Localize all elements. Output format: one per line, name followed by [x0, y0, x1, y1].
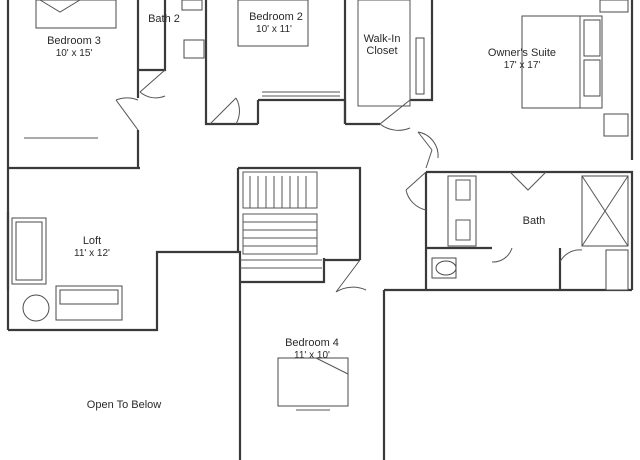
sink-icon [183, 39, 205, 59]
toilet-icon [181, 0, 203, 11]
owners-bath [405, 171, 629, 291]
loft [6, 212, 123, 322]
staircase [240, 171, 322, 269]
bath-2 [139, 0, 205, 99]
vanity-icon [447, 175, 477, 247]
table-icon [22, 294, 50, 322]
nightstand-icon [599, 0, 629, 13]
bed-icon [277, 357, 349, 407]
door-icon [405, 171, 427, 211]
door-icon [417, 131, 439, 159]
shelf-icon [415, 37, 425, 95]
open-to-below-name: Open To Below [87, 399, 161, 411]
bath-name: Bath [523, 215, 546, 227]
room-labels: Bedroom 3 10' x 15' Bath 2 Bedroom 2 10'… [47, 11, 556, 411]
door-icon [115, 97, 139, 131]
owners-suite [417, 0, 629, 169]
walk-in-closet [357, 0, 425, 131]
bedroom-3-dims: 10' x 15' [56, 48, 93, 59]
owners-suite-name: Owner's Suite [488, 47, 556, 59]
bedroom-4-dims: 11' x 10' [294, 350, 330, 361]
door-icon [509, 171, 547, 191]
door-icon [139, 69, 166, 99]
nightstand-icon [603, 113, 629, 137]
bedroom-2 [209, 0, 340, 125]
door-icon [379, 99, 411, 131]
bedroom-2-dims: 10' x 11' [256, 24, 292, 35]
bedroom-3-name: Bedroom 3 [47, 35, 101, 47]
bedroom-4-name: Bedroom 4 [285, 337, 339, 349]
linen-icon [605, 249, 629, 291]
loft-name: Loft [83, 235, 101, 247]
bedroom-3 [24, 0, 139, 139]
bedroom-4 [277, 259, 367, 411]
door-icon [335, 259, 367, 293]
bedroom-2-name: Bedroom 2 [249, 11, 303, 23]
walk-in-closet-line1: Walk-In [364, 33, 401, 45]
bed-icon [35, 0, 117, 29]
loft-dims: 11' x 12' [74, 248, 110, 259]
bath-2-name: Bath 2 [148, 13, 180, 25]
door-icon [209, 97, 240, 125]
walk-in-closet-line2: Closet [366, 45, 397, 57]
owners-suite-dims: 17' x 17' [504, 60, 541, 71]
bed-icon [237, 0, 309, 47]
walls [6, 0, 634, 460]
